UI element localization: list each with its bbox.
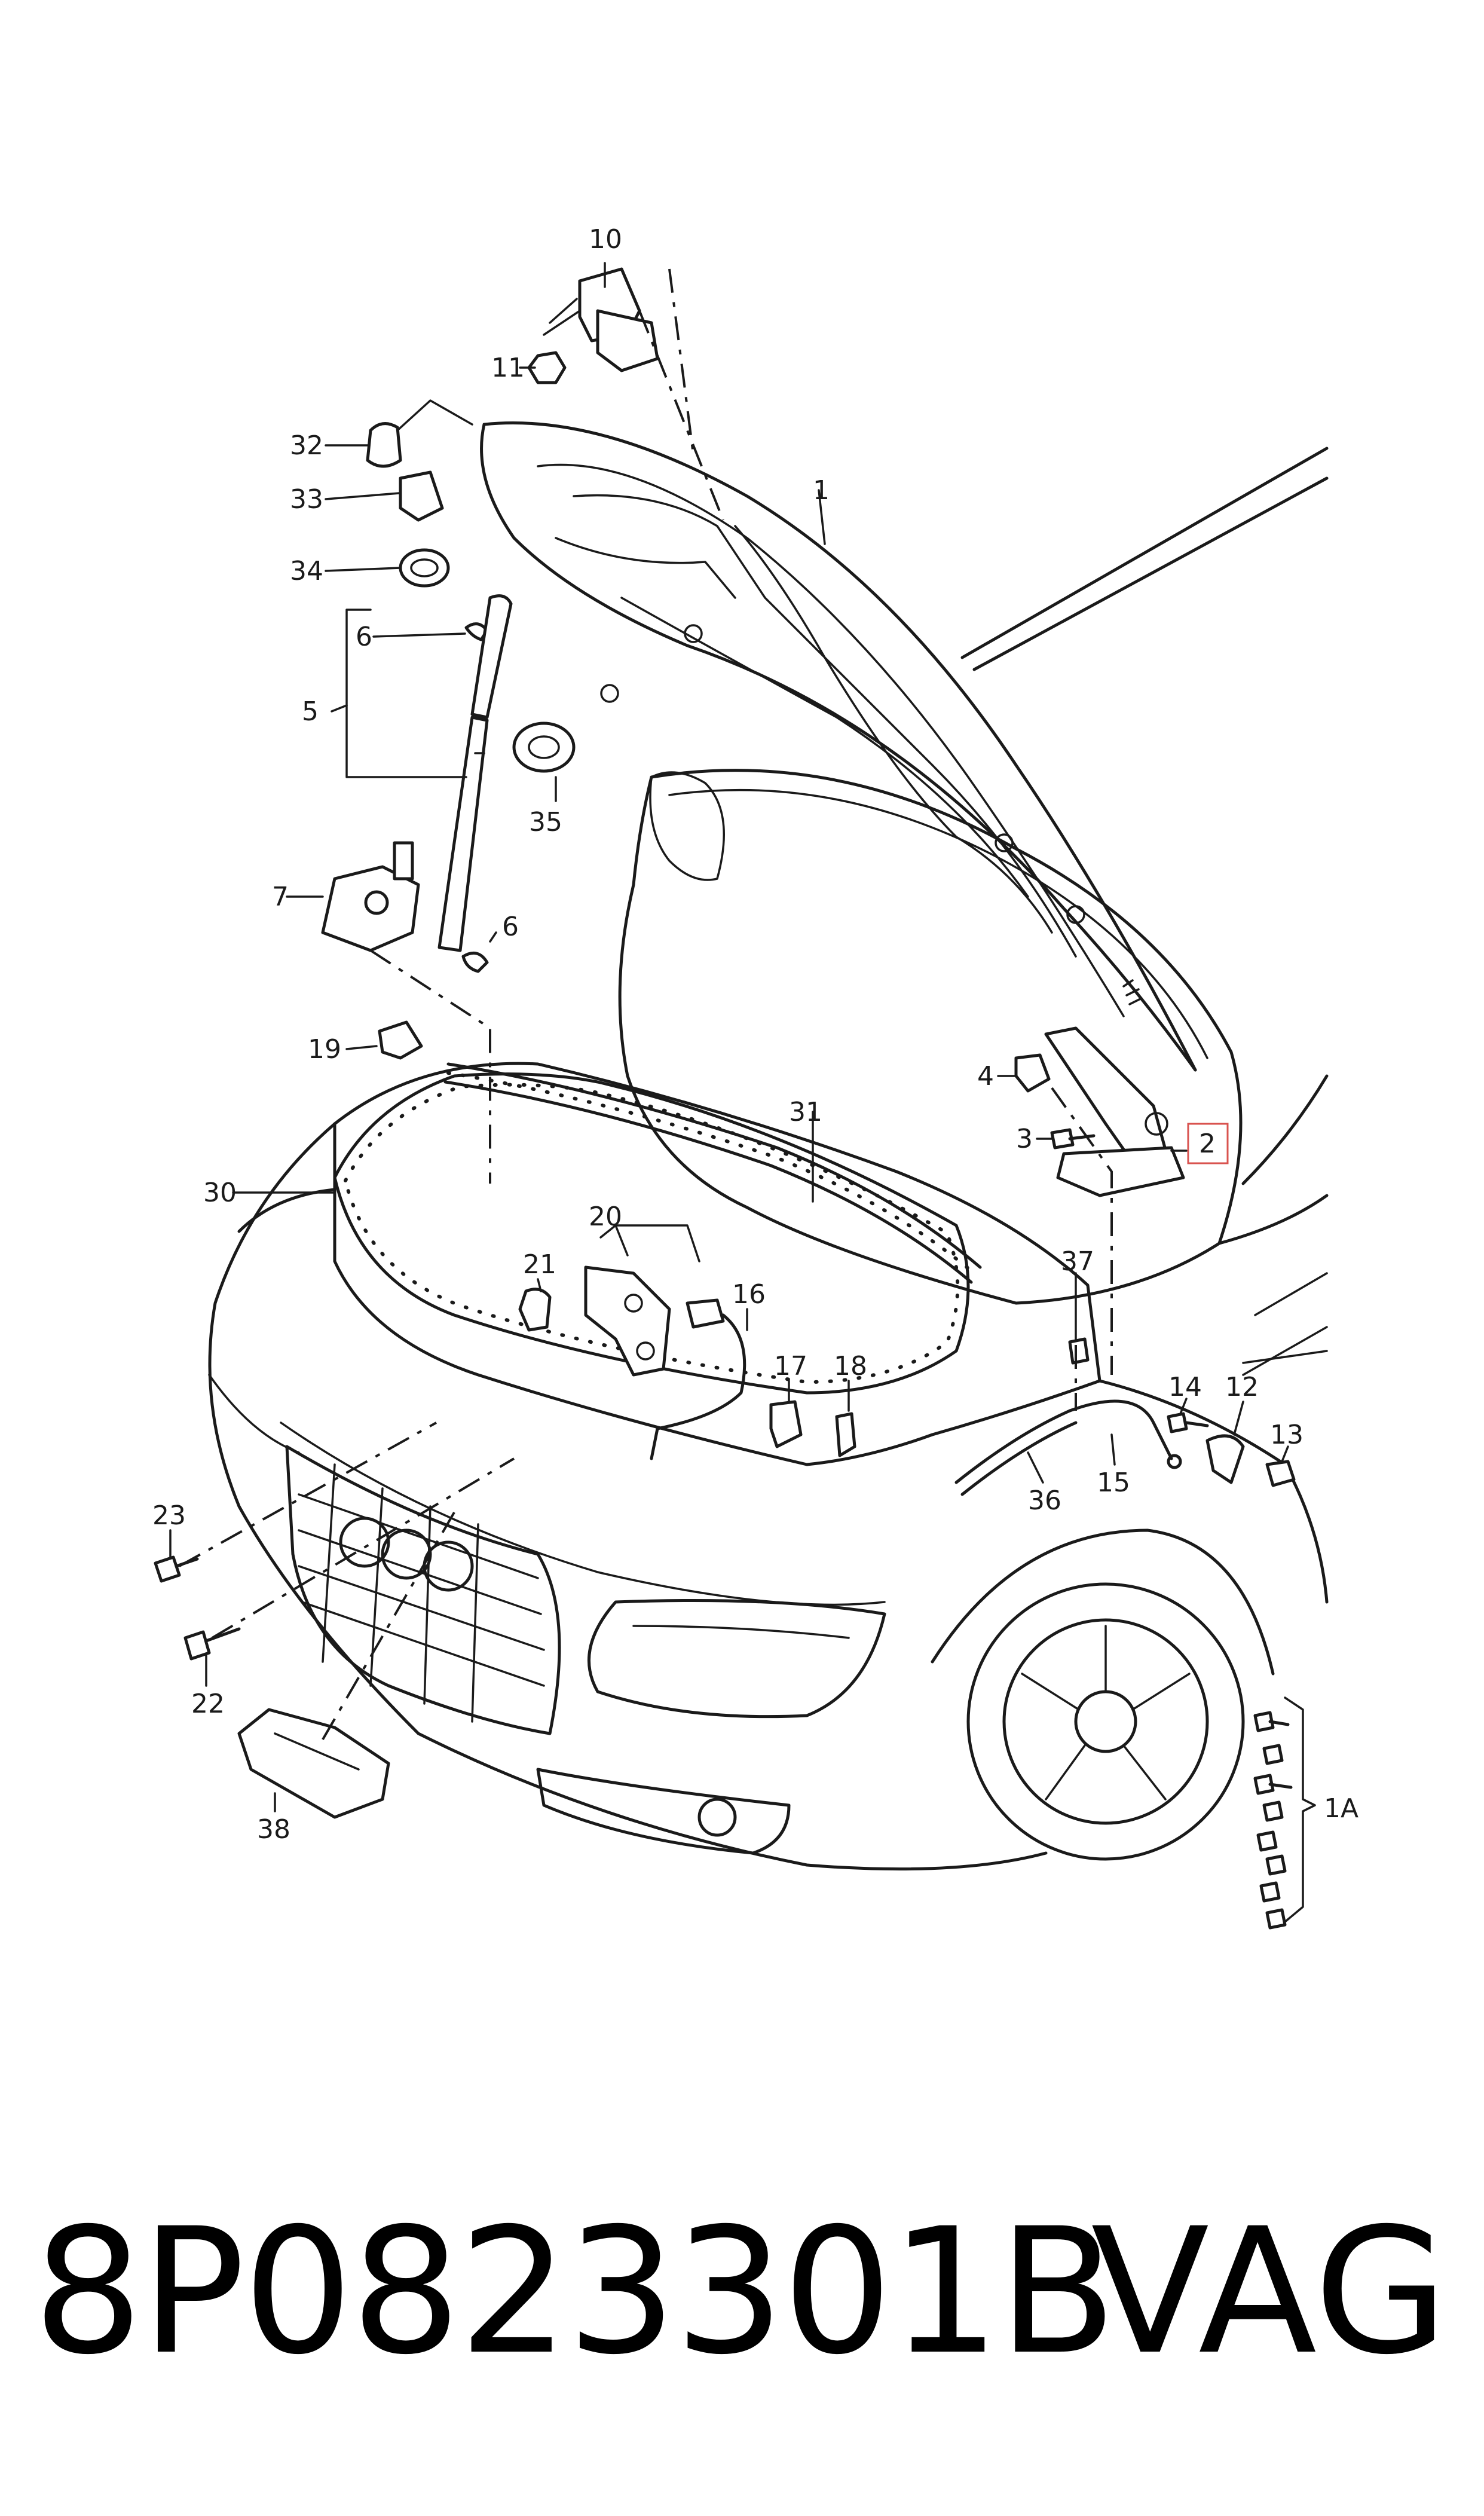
part-5-gas-strut bbox=[437, 594, 513, 952]
part-36-cable bbox=[954, 1409, 1078, 1496]
part-38-carrier bbox=[237, 1708, 390, 1819]
part-13-clip bbox=[1265, 1460, 1296, 1487]
callout-32: 32 bbox=[290, 430, 323, 461]
callout-15: 15 bbox=[1097, 1468, 1130, 1498]
callout-1: 1 bbox=[813, 475, 830, 506]
part-1a-fasteners bbox=[1253, 1711, 1293, 1930]
leader-lines bbox=[169, 262, 1316, 1923]
callout-6-top: 6 bbox=[356, 622, 372, 652]
callout-36: 36 bbox=[1028, 1485, 1061, 1516]
callout-35: 35 bbox=[529, 807, 562, 837]
callout-30: 30 bbox=[203, 1178, 237, 1208]
part-10-hood-lock bbox=[543, 267, 659, 372]
part-12-clip bbox=[1205, 1434, 1245, 1484]
body-outline bbox=[618, 769, 1329, 1376]
callout-13: 13 bbox=[1270, 1420, 1304, 1450]
part-21-buffer bbox=[518, 1288, 552, 1332]
callout-11: 11 bbox=[491, 353, 525, 383]
part-6-clip-bottom bbox=[461, 951, 489, 973]
callout-12: 12 bbox=[1225, 1372, 1259, 1402]
callout-22: 22 bbox=[191, 1689, 225, 1719]
callout-17: 17 bbox=[774, 1351, 807, 1381]
part-18-clip bbox=[835, 1412, 856, 1457]
part-number: 8P0823301B bbox=[33, 2191, 1117, 2393]
part-15-cable bbox=[1068, 1399, 1182, 1469]
callout-16: 16 bbox=[732, 1279, 766, 1310]
callout-7: 7 bbox=[272, 882, 289, 912]
part-4-buffer bbox=[1014, 1053, 1051, 1093]
part-35-grommet bbox=[512, 722, 576, 773]
callout-20: 20 bbox=[589, 1202, 622, 1232]
callout-38: 38 bbox=[257, 1814, 290, 1845]
callout-19: 19 bbox=[308, 1034, 341, 1065]
callout-23: 23 bbox=[152, 1500, 186, 1531]
highlight-box-2 bbox=[1187, 1123, 1229, 1164]
callout-labels: 10 11 32 33 34 6 5 35 7 6 19 30 1 31 20 … bbox=[152, 224, 1358, 1845]
part-3-bolt bbox=[1050, 1128, 1096, 1150]
assembly-lines bbox=[179, 268, 1113, 1741]
callout-10: 10 bbox=[589, 224, 622, 255]
callout-2: 2 bbox=[1199, 1129, 1216, 1159]
part-37-clip bbox=[1068, 1337, 1090, 1365]
seal-31 bbox=[443, 1062, 982, 1284]
part-17-clip bbox=[769, 1400, 803, 1448]
part-14-bolt bbox=[1167, 1412, 1209, 1433]
callout-34: 34 bbox=[290, 556, 323, 586]
part-7-bracket bbox=[321, 841, 420, 952]
brand-name: VAG bbox=[1091, 2191, 1448, 2393]
part-19-clip bbox=[378, 1020, 423, 1060]
callout-1a: 1A bbox=[1324, 1793, 1358, 1824]
part-33-clip bbox=[399, 470, 444, 522]
callout-21: 21 bbox=[523, 1249, 556, 1280]
callout-18: 18 bbox=[834, 1351, 867, 1381]
callout-14: 14 bbox=[1168, 1372, 1202, 1402]
car-body bbox=[208, 1062, 1329, 1871]
callout-4: 4 bbox=[977, 1061, 994, 1092]
part-34-plug bbox=[399, 548, 450, 588]
part-22-screw bbox=[183, 1627, 241, 1661]
callout-33: 33 bbox=[290, 484, 323, 515]
callout-5: 5 bbox=[302, 696, 319, 727]
hood-outline bbox=[480, 421, 1329, 1072]
part-32-buffer bbox=[366, 422, 402, 468]
callout-6-bottom: 6 bbox=[502, 912, 519, 942]
callout-31: 31 bbox=[789, 1097, 822, 1127]
part-2-hinge bbox=[1044, 979, 1185, 1197]
part-16-switch bbox=[650, 1298, 746, 1460]
callout-3: 3 bbox=[1016, 1124, 1033, 1154]
parts-diagram: 10 11 32 33 34 6 5 35 7 6 19 30 1 31 20 … bbox=[152, 224, 1358, 1930]
callout-37: 37 bbox=[1061, 1246, 1094, 1277]
part-20-lock bbox=[584, 1265, 671, 1377]
